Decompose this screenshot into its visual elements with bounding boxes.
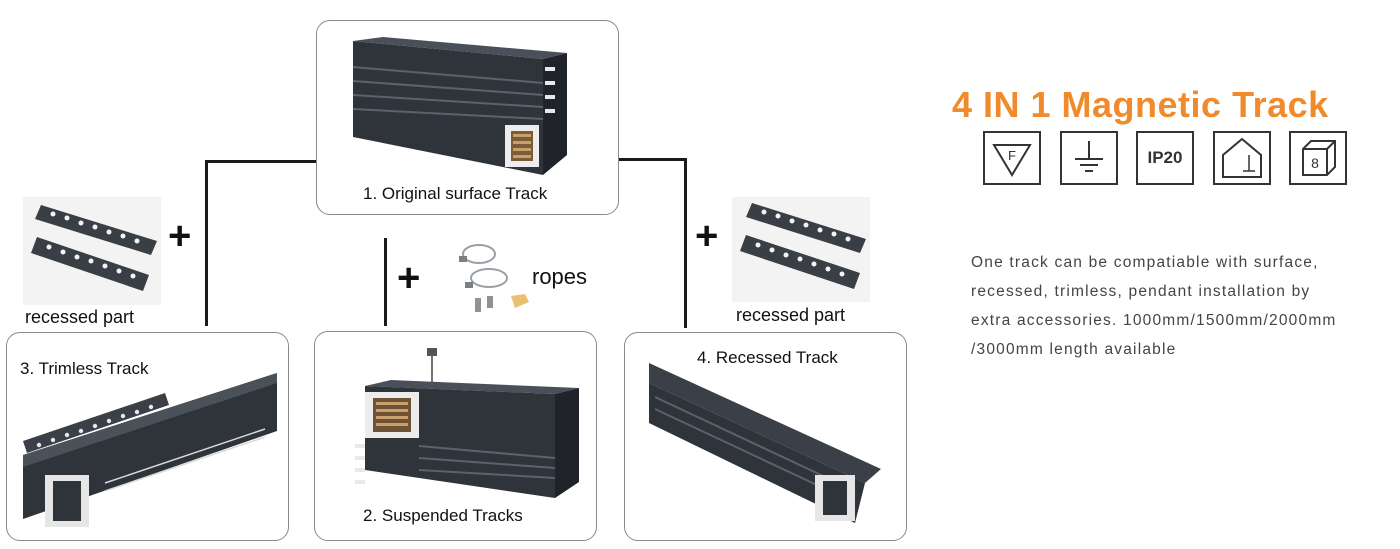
house-icon (1213, 131, 1271, 185)
connector-center-vertical (384, 238, 387, 326)
ip20-text: IP20 (1147, 148, 1183, 167)
ropes-label: ropes (532, 264, 588, 289)
connector-left-vertical (205, 160, 208, 326)
trimless-track-image (23, 373, 277, 527)
connector-left-horizontal (205, 160, 317, 163)
ground-icon (1060, 131, 1118, 185)
f-mark-text: F (1008, 148, 1016, 163)
card-label-original: 1. Original surface Track (363, 184, 548, 203)
cube-icon: 8 (1289, 131, 1347, 185)
plus-right: + (695, 214, 719, 258)
surface-track-image (353, 37, 567, 175)
product-title: 4 IN 1 Magnetic Track (952, 84, 1329, 125)
ropes-image (459, 244, 529, 312)
ip20-icon: IP20 (1136, 131, 1194, 185)
description-line: /3000mm length available (971, 341, 1177, 358)
card-suspended-tracks: 2. Suspended Tracks (314, 331, 597, 541)
recessed-track-image (649, 363, 881, 523)
plus-left: + (168, 214, 192, 258)
left-recessed-part-image (23, 197, 161, 305)
card-original-surface-track: 1. Original surface Track (316, 20, 619, 215)
f-mark-icon: F (983, 131, 1041, 185)
description-line: extra accessories. 1000mm/1500mm/2000mm (971, 312, 1337, 329)
description-line: recessed, trimless, pendant installation… (971, 283, 1311, 300)
connector-right-vertical (684, 158, 687, 328)
connector-right-horizontal (618, 158, 686, 161)
card-recessed-track: 4. Recessed Track (624, 332, 907, 541)
right-part-label: recessed part (736, 305, 846, 325)
description-line: One track can be compatiable with surfac… (971, 254, 1319, 271)
card-label-trimless: 3. Trimless Track (20, 359, 149, 378)
card-label-suspended: 2. Suspended Tracks (363, 506, 523, 525)
product-description: One track can be compatiable with surfac… (971, 248, 1396, 364)
card-trimless-track: 3. Trimless Track (6, 332, 289, 541)
plus-center: + (397, 256, 421, 300)
card-label-recessed: 4. Recessed Track (697, 348, 838, 367)
left-part-label: recessed part (25, 307, 135, 327)
cube-number: 8 (1311, 155, 1319, 171)
suspended-track-image (355, 348, 579, 498)
right-recessed-part-image (732, 197, 870, 302)
